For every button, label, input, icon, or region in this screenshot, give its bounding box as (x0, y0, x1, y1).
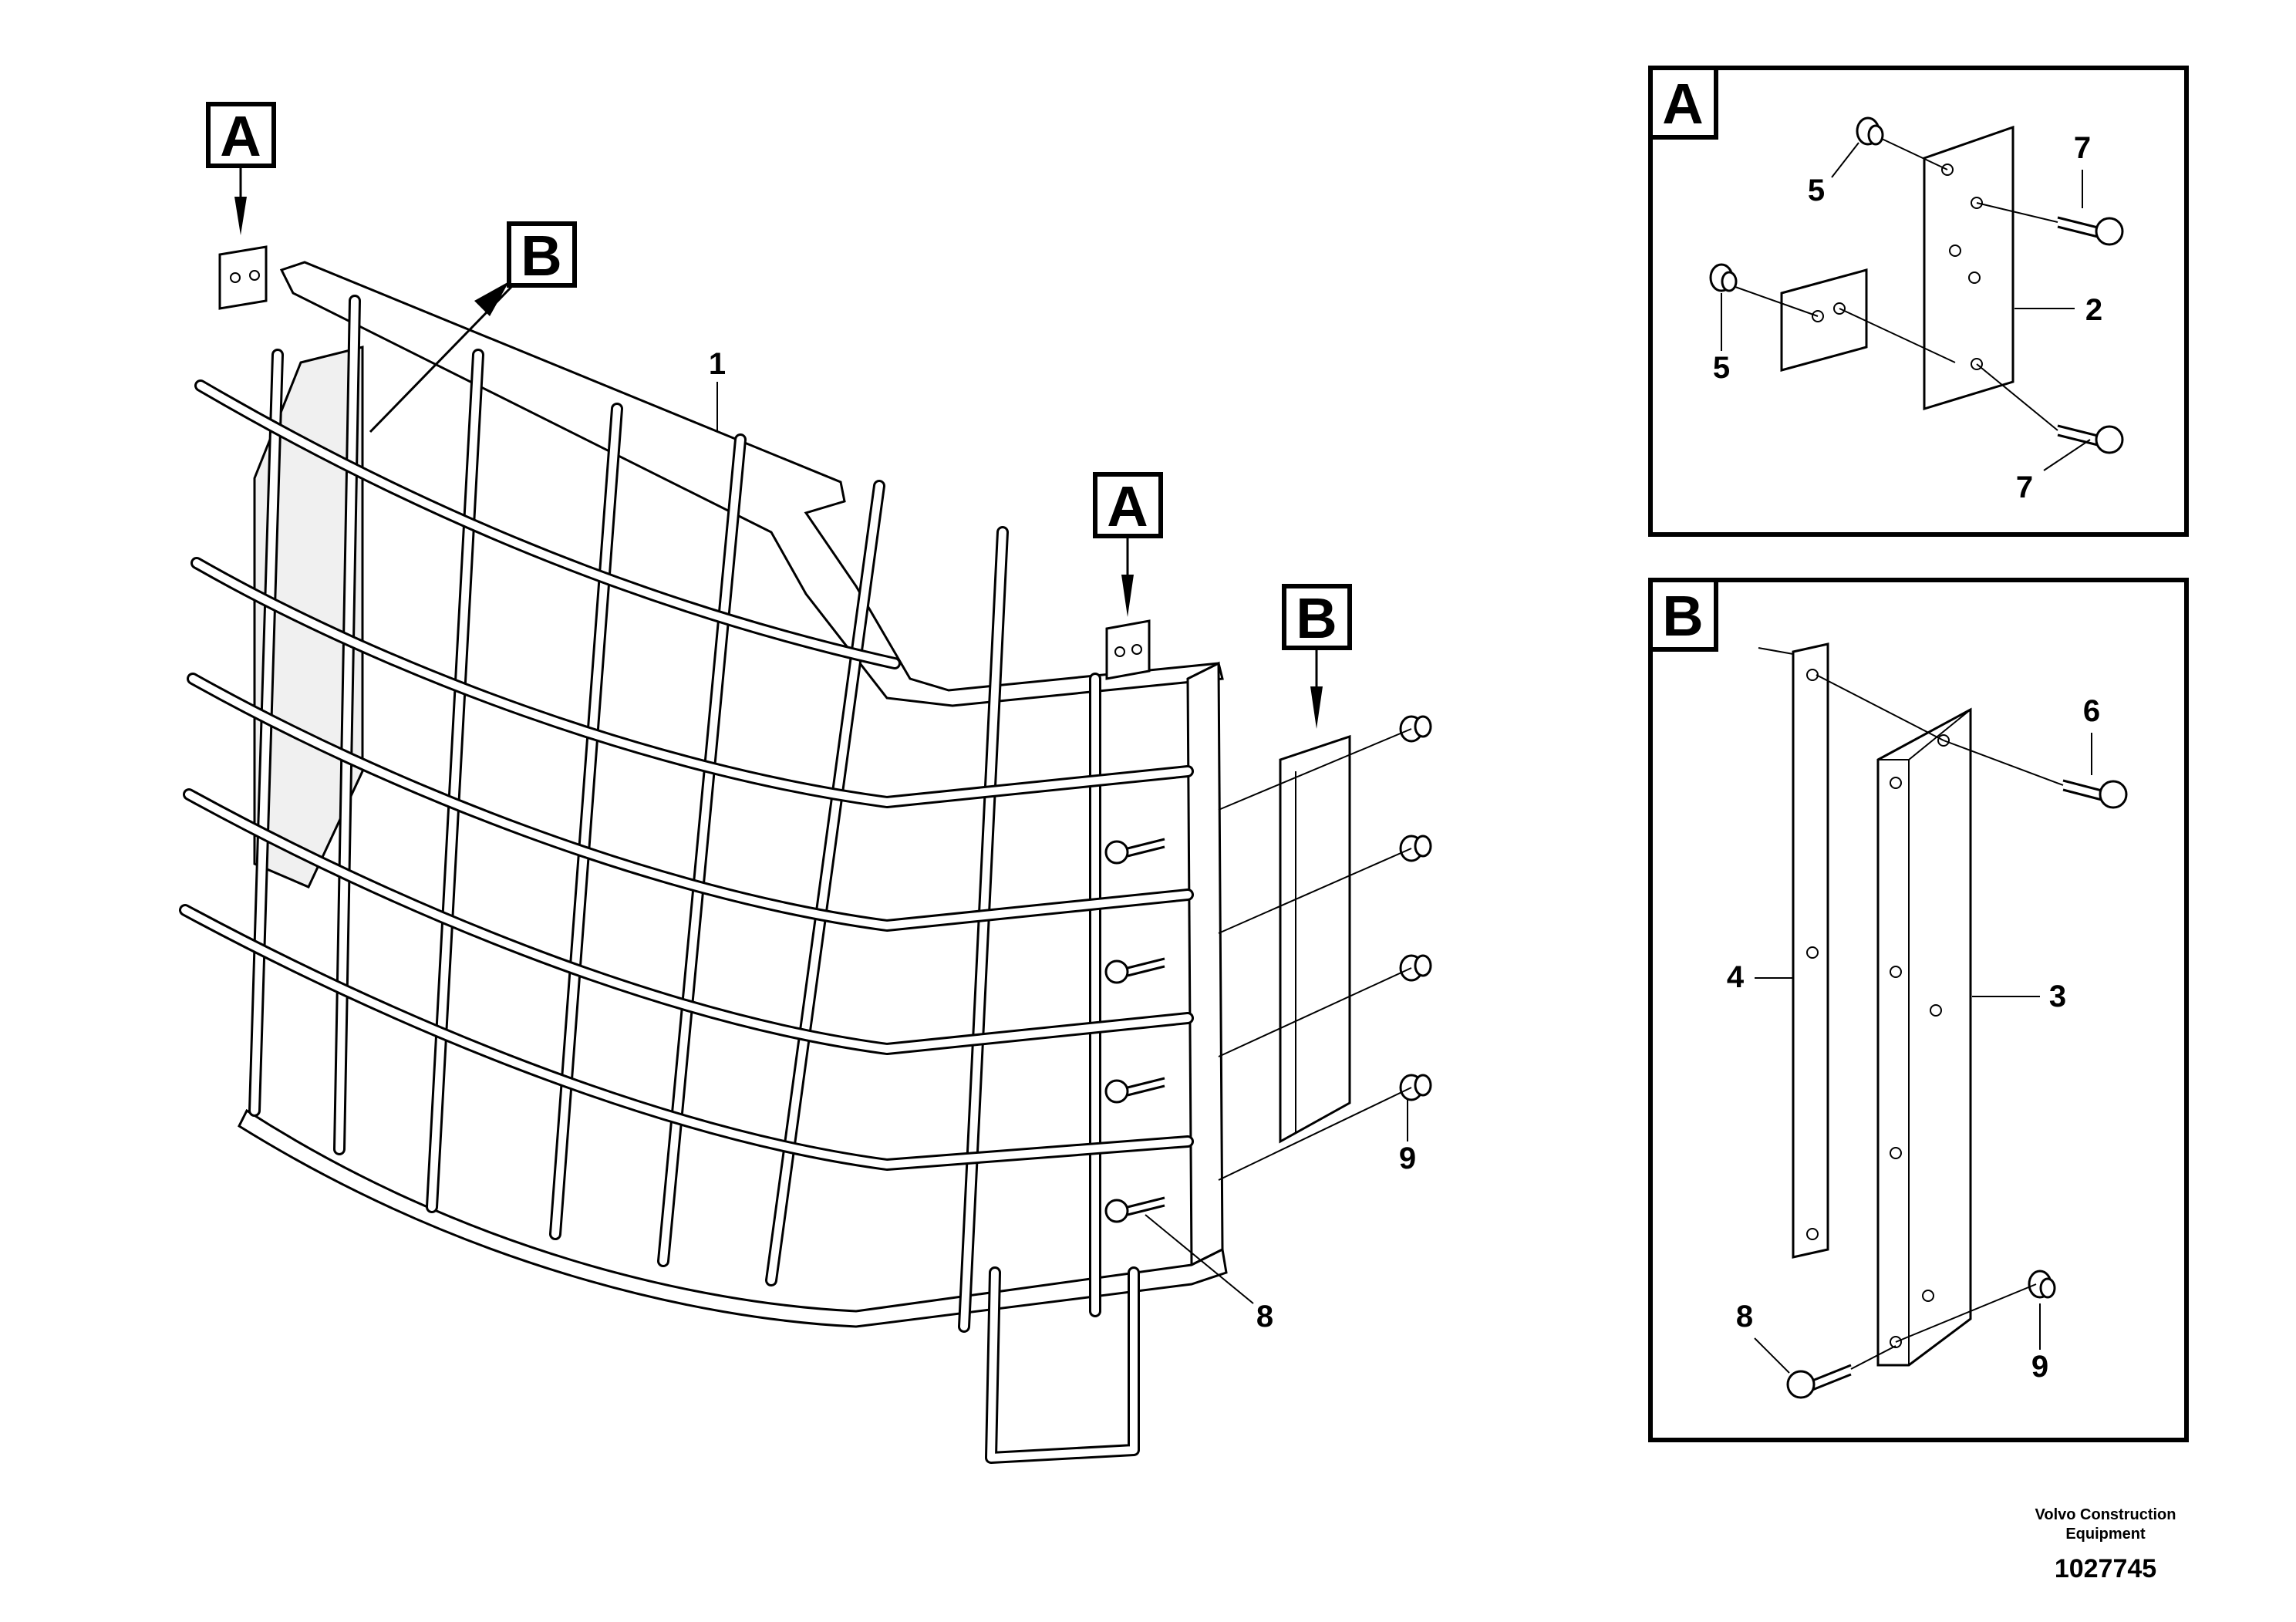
tag-label: A (1107, 474, 1148, 538)
bolt-icon (1104, 838, 1165, 865)
callout-1: 1 (709, 347, 726, 432)
callout-9-detail: 9 (2031, 1303, 2048, 1384)
strip-4 (1792, 642, 1829, 1259)
arrow-icon (474, 282, 509, 316)
guard-top-frame (279, 261, 1224, 707)
plate-long (1923, 125, 2014, 411)
svg-text:2: 2 (2085, 293, 2102, 327)
bolt-icon (2057, 424, 2124, 454)
washer-icon (1709, 263, 1738, 292)
tag-label: A (220, 104, 261, 168)
tag-box-b-left: B (369, 221, 577, 433)
svg-text:9: 9 (1399, 1141, 1416, 1175)
bolt-icon (1104, 1196, 1165, 1223)
detail-tag-label: A (1662, 72, 1703, 136)
company-name-line1: Volvo Construction (2035, 1506, 2176, 1523)
bracket-strip-b-right (1279, 734, 1351, 1144)
arrow-down-icon (1310, 686, 1323, 729)
tag-box-b-right: B (1282, 584, 1352, 729)
svg-text:7: 7 (2016, 470, 2033, 504)
svg-text:1: 1 (709, 347, 726, 381)
svg-text:7: 7 (2074, 131, 2091, 165)
nut-group-main (1399, 715, 1432, 1101)
guard-right-bracket (1186, 661, 1224, 1267)
bolt-icon (1786, 1364, 1852, 1399)
nut-icon (1399, 1074, 1432, 1101)
svg-text:6: 6 (2083, 694, 2100, 728)
arrow-down-icon (1121, 575, 1134, 617)
bracket-plate-a-left (218, 245, 268, 310)
callout-5-top: 5 (1808, 142, 1859, 207)
detail-tag-label: B (1662, 584, 1703, 648)
tag-box-a-left: A (206, 102, 276, 235)
washer-icon (2028, 1270, 2056, 1299)
bolt-group-main (1104, 838, 1165, 1223)
callout-7-top: 7 (2074, 131, 2091, 208)
assembly-lines-main (1218, 728, 1412, 1181)
bolt-icon (2057, 216, 2124, 246)
callout-8: 8 (1145, 1214, 1273, 1334)
nut-icon (1399, 715, 1432, 743)
tag-label: B (1296, 586, 1337, 650)
arrow-down-icon (234, 197, 247, 235)
bolt-icon (1104, 1077, 1165, 1104)
callout-4: 4 (1727, 960, 1793, 994)
angle-bracket-3 (1876, 707, 1972, 1367)
bolt-icon (1104, 957, 1165, 984)
svg-text:5: 5 (1808, 174, 1825, 207)
tag-label: B (521, 224, 561, 288)
svg-text:8: 8 (1736, 1300, 1753, 1334)
footer-block: Volvo Construction Equipment 1027745 (2035, 1506, 2176, 1583)
callout-5-bottom: 5 (1713, 293, 1730, 385)
guard-bottom-frame (238, 1108, 1228, 1328)
callout-7-bottom: 7 (2016, 439, 2091, 504)
callout-6: 6 (2083, 694, 2100, 775)
svg-text:8: 8 (1256, 1300, 1273, 1334)
callout-2: 2 (2014, 293, 2102, 327)
bracket-plate-a-right (1105, 619, 1151, 680)
detail-a-panel: A 5 7 2 (1648, 66, 2189, 537)
svg-text:9: 9 (2031, 1350, 2048, 1384)
tag-box-a-right: A (1093, 472, 1163, 617)
callout-3: 3 (1972, 980, 2066, 1013)
svg-text:3: 3 (2049, 980, 2066, 1013)
callout-9: 9 (1399, 1099, 1416, 1175)
svg-text:5: 5 (1713, 351, 1730, 385)
nut-icon (1399, 835, 1432, 862)
svg-text:4: 4 (1727, 960, 1745, 994)
bolt-icon (2062, 779, 2128, 809)
company-name-line2: Equipment (2065, 1526, 2146, 1543)
guard-assembly (179, 261, 1228, 1464)
callout-8-detail: 8 (1736, 1300, 1790, 1374)
detail-b-panel: B 6 4 (1648, 578, 2189, 1442)
plate-small (1780, 268, 1868, 372)
drawing-number: 1027745 (2055, 1554, 2156, 1583)
nut-icon (1399, 954, 1432, 982)
washer-icon (1856, 116, 1884, 146)
